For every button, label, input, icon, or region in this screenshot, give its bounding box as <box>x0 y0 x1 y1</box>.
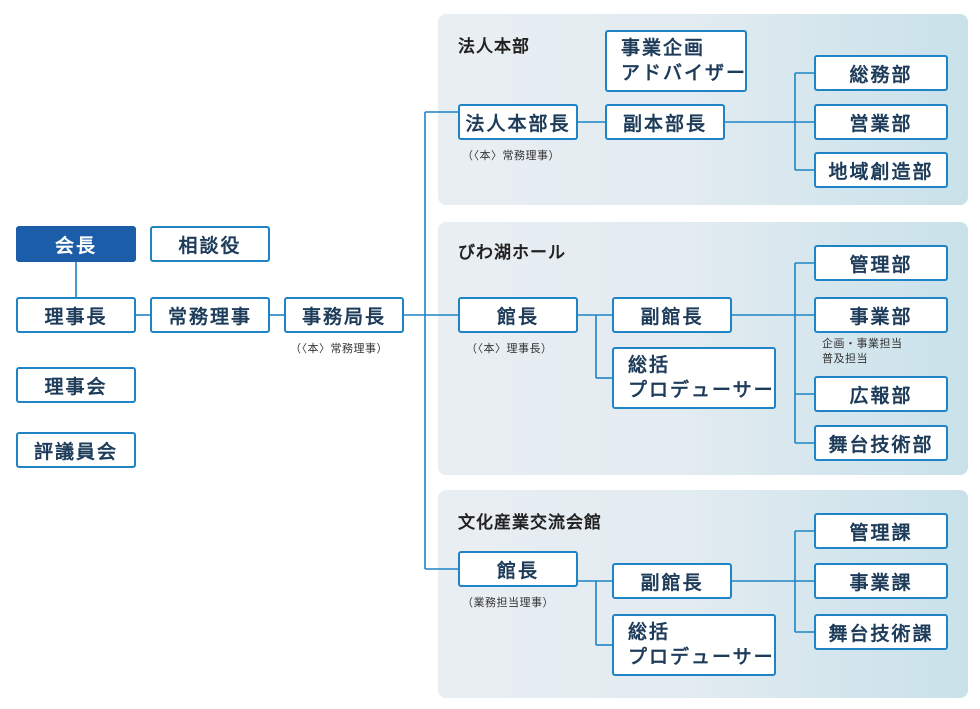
chairman-box: 会長 <box>16 226 136 262</box>
bunka-producer-line2: プロデューサー <box>628 646 775 668</box>
hq-planning-line2: アドバイザー <box>621 62 748 84</box>
secretary-general-box: 事務局長 <box>284 297 404 333</box>
council-box: 評議員会 <box>16 432 136 468</box>
hq-planning-advisor-box: 事業企画 アドバイザー <box>605 30 747 92</box>
biwako-dept-butai: 舞台技術部 <box>814 425 948 461</box>
biwako-dept-kanri: 管理部 <box>814 245 948 281</box>
hq-head-box: 法人本部長 <box>458 104 578 140</box>
bunka-dept-jigyo: 事業課 <box>814 563 948 599</box>
hq-title: 法人本部 <box>458 37 530 57</box>
hq-dept-chiiki: 地域創造部 <box>814 152 948 188</box>
biwako-producer-line2: プロデューサー <box>628 379 775 401</box>
bunka-head-box: 館長 <box>458 551 578 587</box>
biwako-producer-box: 総括 プロデューサー <box>612 347 776 409</box>
bunka-head-note: （業務担当理事） <box>462 596 554 609</box>
secretary-general-note: （〈本〉常務理事） <box>290 342 388 355</box>
bunka-producer-line1: 総括 <box>628 621 671 644</box>
biwako-jigyo-note-line2: 普及担当 <box>822 352 868 366</box>
bunka-producer-box: 総括 プロデューサー <box>612 614 776 676</box>
hq-dept-soumu: 総務部 <box>814 55 948 91</box>
biwako-producer-line1: 総括 <box>628 354 671 377</box>
biwako-deputy-box: 副館長 <box>612 297 732 333</box>
biwako-jigyo-note-line1: 企画・事業担当 <box>822 337 903 350</box>
biwako-jigyo-note: 企画・事業担当 普及担当 <box>822 336 903 367</box>
biwako-head-note: （〈本〉理事長） <box>466 342 553 355</box>
hq-head-note: （〈本〉常務理事） <box>462 149 560 162</box>
advisor-box: 相談役 <box>150 226 270 262</box>
biwako-dept-kouhou: 広報部 <box>814 376 948 412</box>
director-box: 理事長 <box>16 297 136 333</box>
biwako-title: びわ湖ホール <box>458 243 566 263</box>
bunka-dept-kanri: 管理課 <box>814 513 948 549</box>
bunka-deputy-box: 副館長 <box>612 563 732 599</box>
bunka-dept-butai: 舞台技術課 <box>814 614 948 650</box>
managing-director-box: 常務理事 <box>150 297 270 333</box>
hq-dept-eigyou: 営業部 <box>814 104 948 140</box>
biwako-head-box: 館長 <box>458 297 578 333</box>
hq-deputy-box: 副本部長 <box>605 104 725 140</box>
board-box: 理事会 <box>16 367 136 403</box>
biwako-dept-jigyo: 事業部 <box>814 297 948 333</box>
bunka-title: 文化産業交流会館 <box>458 513 602 533</box>
hq-planning-line1: 事業企画 <box>621 37 706 60</box>
